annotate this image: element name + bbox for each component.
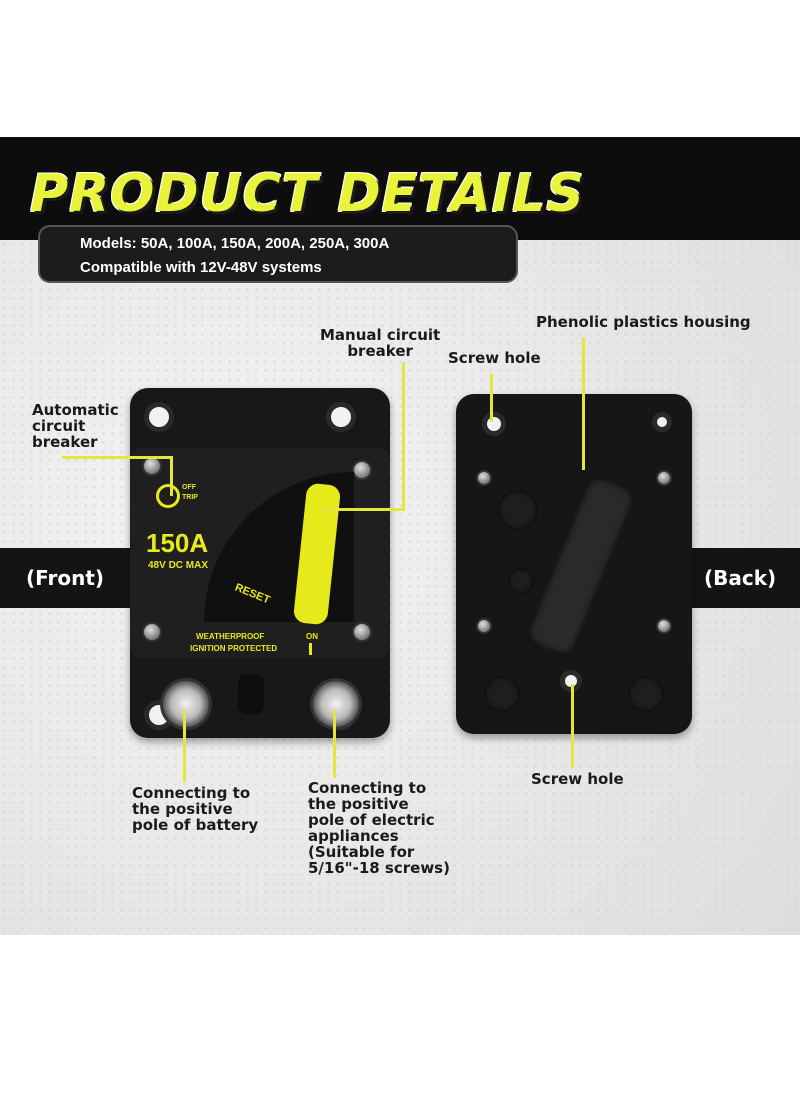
leader-auto-v	[170, 456, 173, 496]
back-round-boss-2	[508, 568, 534, 594]
back-round-boss-1	[498, 490, 538, 530]
models-info-box: Models: 50A, 100A, 150A, 200A, 250A, 300…	[38, 225, 518, 283]
rating-text: 150A	[146, 528, 209, 558]
on-indicator	[309, 643, 312, 655]
off-label: OFF	[182, 484, 196, 491]
front-screw-br	[352, 622, 372, 642]
back-screw-hole-top	[482, 412, 506, 436]
callout-phenolic-housing: Phenolic plastics housing	[536, 313, 751, 331]
callout-appliances: Connecting to the positive pole of elect…	[308, 779, 450, 877]
leader-auto-h	[62, 456, 172, 459]
front-view-device: OFF TRIP 150A 48V DC MAX RESET ON WEATHE…	[130, 388, 390, 738]
leader-appliances	[333, 710, 336, 778]
back-screw-tl	[476, 470, 492, 486]
back-label: (Back)	[686, 548, 800, 608]
leader-battery	[183, 710, 186, 782]
trip-label: TRIP	[182, 494, 198, 501]
trip-button	[156, 484, 180, 508]
callout-battery: Connecting to the positive pole of batte…	[132, 784, 259, 834]
battery-terminal	[160, 678, 212, 730]
on-text: ON	[306, 632, 318, 641]
back-screw-tr	[656, 470, 672, 486]
front-screw-bl	[142, 622, 162, 642]
callout-screw-hole-bottom: Screw hole	[531, 770, 624, 788]
center-post	[238, 674, 264, 714]
leader-manual-v	[402, 362, 405, 510]
front-screw-tl	[142, 456, 162, 476]
back-screw-bl	[476, 618, 492, 634]
models-line: Models: 50A, 100A, 150A, 200A, 250A, 300…	[80, 235, 390, 252]
front-label: (Front)	[0, 548, 150, 608]
callout-screw-hole-top: Screw hole	[448, 349, 541, 367]
leader-screw-top	[490, 374, 493, 422]
page-title: PRODUCT DETAILS	[30, 164, 585, 224]
callout-manual-breaker: Manual circuit breaker	[320, 326, 441, 360]
callout-auto-breaker: Automatic circuit breaker	[32, 401, 119, 451]
back-mount-hole-tr	[652, 412, 672, 432]
back-view-device	[456, 394, 692, 734]
weatherproof-text: WEATHERPROOF	[196, 632, 265, 641]
front-mount-hole-tl	[144, 402, 174, 432]
leader-screw-bottom	[571, 684, 574, 768]
front-screw-tr	[352, 460, 372, 480]
appliance-terminal	[310, 678, 362, 730]
leader-phenolic	[582, 338, 585, 470]
compatibility-line: Compatible with 12V-48V systems	[80, 259, 322, 276]
ignition-text: IGNITION PROTECTED	[190, 644, 278, 653]
back-round-boss-3	[484, 676, 520, 712]
back-round-boss-4	[628, 676, 664, 712]
voltage-text: 48V DC MAX	[148, 560, 209, 571]
back-screw-br	[656, 618, 672, 634]
front-mount-hole-tr	[326, 402, 356, 432]
leader-manual-h	[320, 508, 405, 511]
